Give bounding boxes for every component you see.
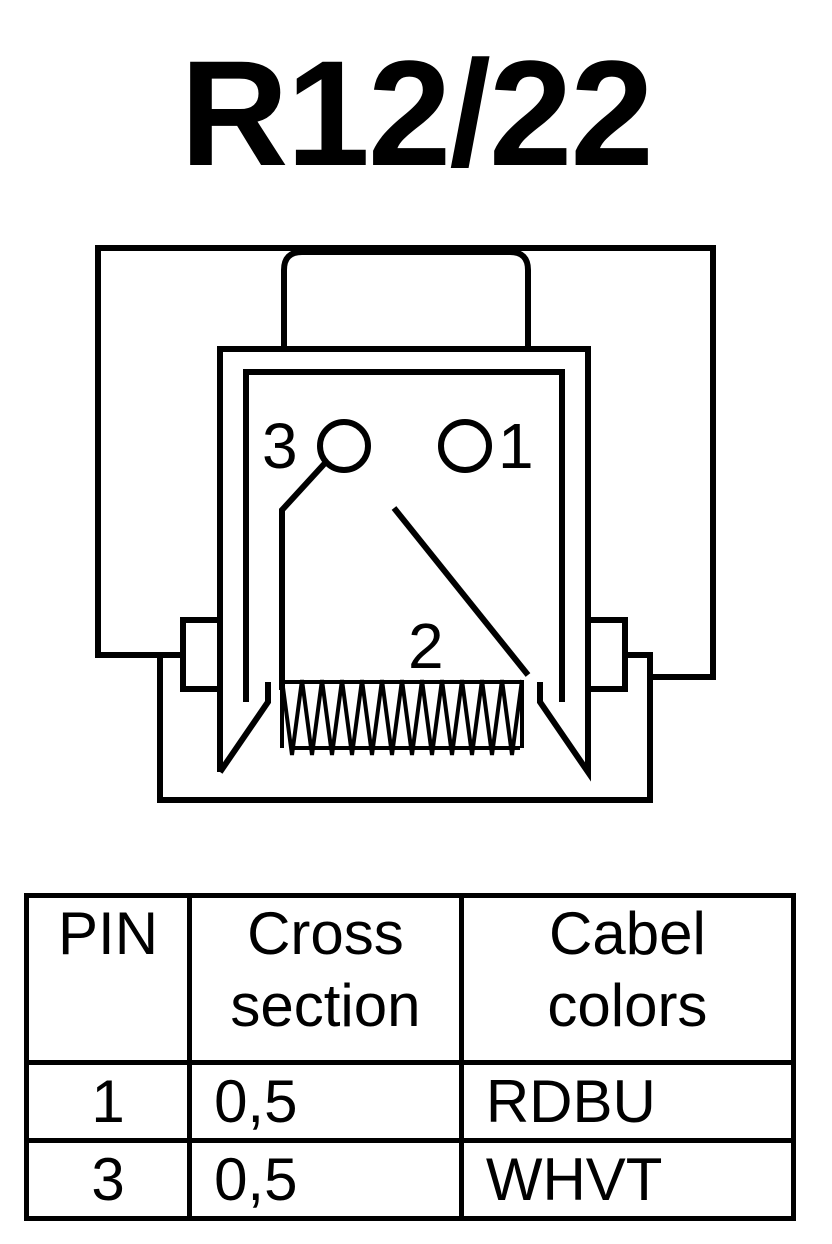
pin-3-contact (317, 419, 371, 473)
top-tab (281, 249, 531, 348)
pin-table: PIN Cross section Cabel colors 1 0,5 RDB… (23, 892, 797, 1221)
header-pin: PIN (23, 892, 193, 1066)
outer-housing (95, 245, 716, 680)
header-cross-section: Cross section (187, 892, 464, 1066)
cell-colors: WHVT (458, 1138, 797, 1221)
cell-colors: RDBU (458, 1060, 797, 1144)
pin-1-contact (438, 419, 492, 473)
wire-pin-3 (279, 459, 329, 690)
table-row: 3 0,5 WHVT (23, 1138, 797, 1221)
base-bracket (157, 652, 653, 803)
diagram-title: R12/22 (180, 29, 654, 197)
pin-3-label: 3 (262, 410, 298, 482)
cell-cross-section: 0,5 (187, 1138, 464, 1221)
table-header-row: PIN Cross section Cabel colors (23, 892, 797, 1066)
right-clip (585, 617, 628, 692)
header-cable-colors: Cabel colors (458, 892, 797, 1066)
cell-pin: 1 (23, 1060, 193, 1144)
cell-pin: 3 (23, 1138, 193, 1221)
left-clip (180, 617, 223, 692)
cell-cross-section: 0,5 (187, 1060, 464, 1144)
plug-inner-frame (243, 369, 565, 702)
pin-1-label: 1 (498, 410, 534, 482)
table-row: 1 0,5 RDBU (23, 1060, 797, 1144)
spring-coil (280, 679, 524, 756)
pin-2-label: 2 (408, 610, 444, 682)
plug-outer-frame (217, 346, 591, 782)
wire-pin-2 (391, 506, 531, 677)
